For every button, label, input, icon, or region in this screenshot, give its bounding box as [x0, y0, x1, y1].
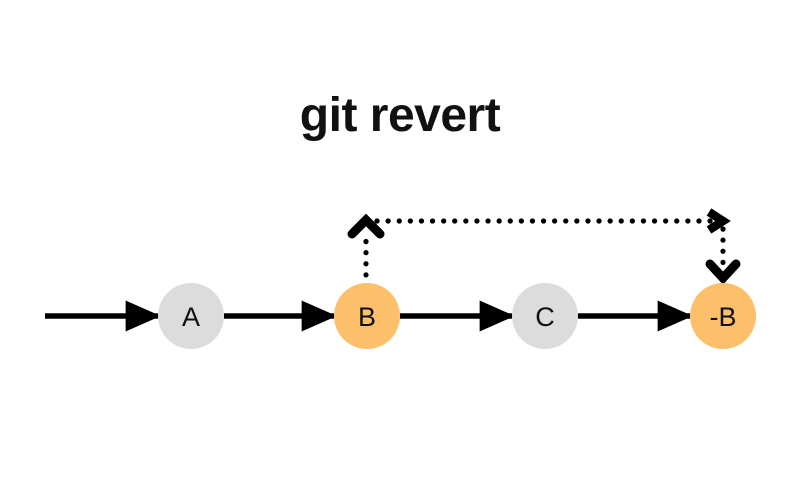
revert-down-arrowhead: [705, 259, 741, 285]
commit-node-a-label: A: [182, 302, 200, 332]
commit-node-revert-b[interactable]: -B: [690, 283, 756, 349]
commit-node-b[interactable]: B: [334, 283, 400, 349]
revert-up-arrowhead: [347, 213, 385, 239]
commit-node-c[interactable]: C: [512, 283, 578, 349]
edge-revert: [347, 208, 741, 289]
page-title: git revert: [299, 89, 501, 142]
commit-node-b-label: B: [358, 302, 376, 332]
revert-right-arrowhead: [706, 208, 731, 234]
commit-node-a[interactable]: A: [158, 283, 224, 349]
commit-node-revert-b-label: -B: [710, 302, 737, 332]
commit-node-c-label: C: [535, 302, 555, 332]
